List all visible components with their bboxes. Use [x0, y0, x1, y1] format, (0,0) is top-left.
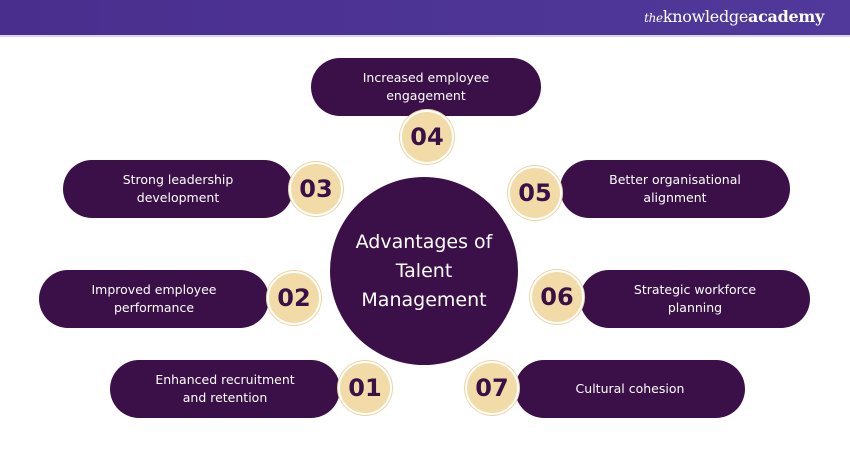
item-06-badge: 06 [530, 270, 584, 324]
item-05-badge: 05 [508, 166, 562, 220]
item-03-label: Strong leadership development [63, 160, 293, 218]
center-title: Advantages of Talent Management [330, 177, 518, 365]
item-05-label: Better organisational alignment [560, 160, 790, 218]
item-02-badge: 02 [267, 271, 321, 325]
header-bar: theknowledgeacademy [0, 0, 850, 37]
item-01-label: Enhanced recruitment and retention [110, 360, 340, 418]
logo-suffix: academy [748, 7, 824, 26]
logo-prefix: the [644, 11, 663, 25]
item-03-badge: 03 [289, 162, 343, 216]
item-02-label: Improved employee performance [39, 270, 269, 328]
item-06-label: Strategic workforce planning [580, 270, 810, 328]
item-01-badge: 01 [338, 361, 392, 415]
brand-logo: theknowledgeacademy [644, 7, 824, 26]
item-04-badge: 04 [400, 110, 454, 164]
item-07-badge: 07 [465, 361, 519, 415]
item-07-label: Cultural cohesion [515, 360, 745, 418]
logo-main: knowledge [662, 7, 749, 26]
item-04-label: Increased employee engagement [311, 58, 541, 116]
